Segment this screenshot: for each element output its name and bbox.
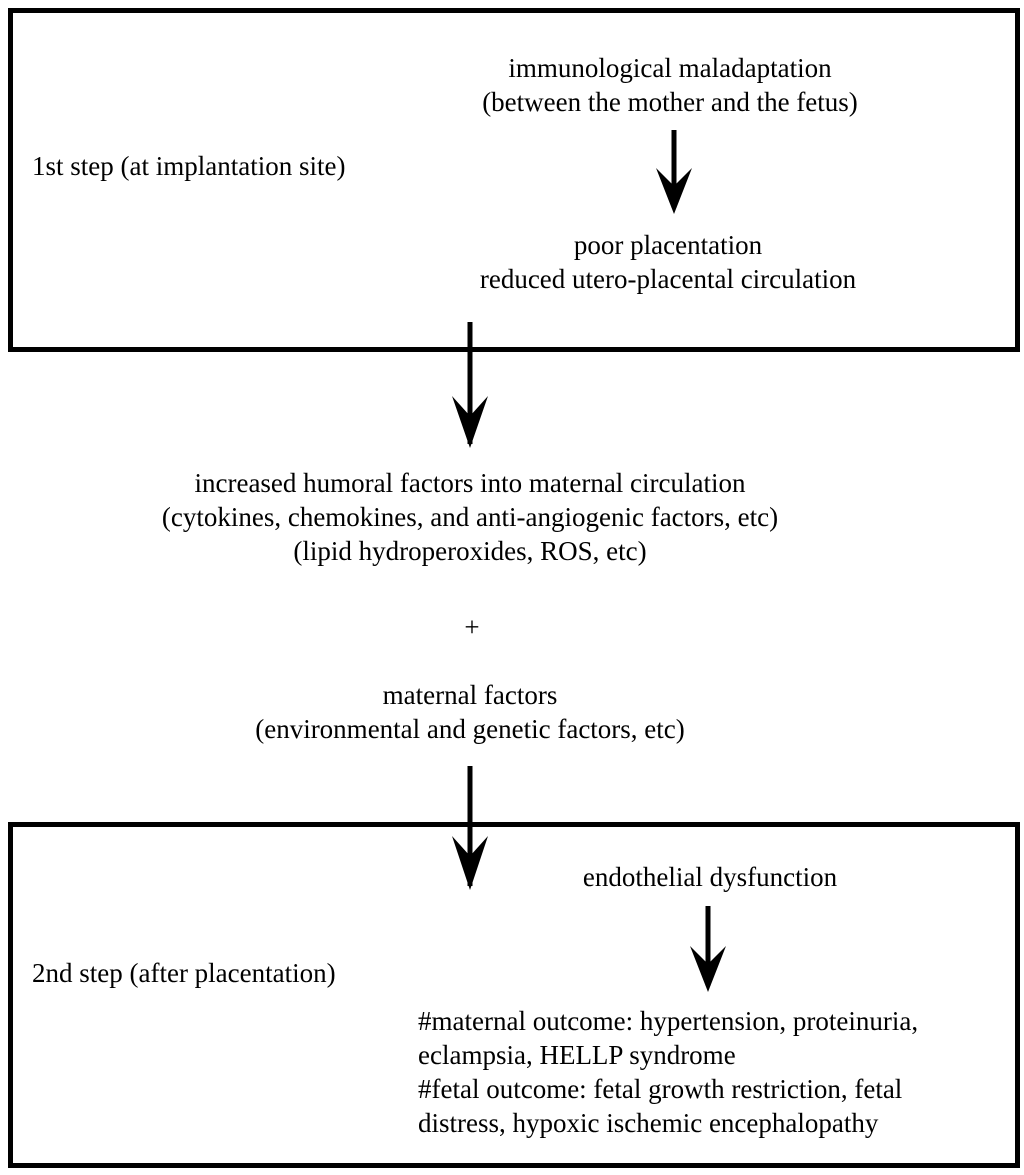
step2-label: 2nd step (after placentation) <box>32 958 336 988</box>
arrow-box1-to-middle <box>452 322 488 448</box>
step2-cause: endothelial dysfunction <box>582 862 838 892</box>
step2-box <box>8 822 1020 1168</box>
step1-result-line-2: reduced utero-placental circulation <box>479 264 857 294</box>
step1-label: 1st step (at implantation site) <box>32 151 346 181</box>
arrow-step1-inner <box>656 130 692 214</box>
step1-cause: immunological maladaptation (between the… <box>482 51 858 119</box>
plus-sign: + <box>464 612 480 642</box>
step1-result: poor placentation reduced utero-placenta… <box>480 228 856 296</box>
maternal-factors: maternal factors (environmental and gene… <box>255 678 685 746</box>
step2-outcomes: #maternal outcome: hypertension, protein… <box>418 1004 918 1140</box>
arrow-middle-to-box2 <box>452 766 488 890</box>
arrow-step2-inner <box>690 906 726 992</box>
maternal-outcome-line-1: #maternal outcome: hypertension, protein… <box>418 1006 919 1036</box>
fetal-outcome-line-2: distress, hypoxic ischemic encephalopath… <box>418 1108 879 1138</box>
humoral-line-2: (cytokines, chemokines, and anti-angioge… <box>161 502 779 532</box>
humoral-line-3: (lipid hydroperoxides, ROS, etc) <box>293 536 647 566</box>
maternal-line-2: (environmental and genetic factors, etc) <box>255 714 685 744</box>
step1-box <box>8 8 1020 352</box>
maternal-outcome-line-2: eclampsia, HELLP syndrome <box>418 1040 736 1070</box>
humoral-line-1: increased humoral factors into maternal … <box>194 468 746 498</box>
humoral-factors: increased humoral factors into maternal … <box>162 466 778 568</box>
step1-cause-line-1: immunological maladaptation <box>508 53 832 83</box>
step1-result-line-1: poor placentation <box>573 230 763 260</box>
maternal-line-1: maternal factors <box>382 680 558 710</box>
step1-cause-line-2: (between the mother and the fetus) <box>482 87 858 117</box>
fetal-outcome-line-1: #fetal outcome: fetal growth restriction… <box>418 1074 903 1104</box>
